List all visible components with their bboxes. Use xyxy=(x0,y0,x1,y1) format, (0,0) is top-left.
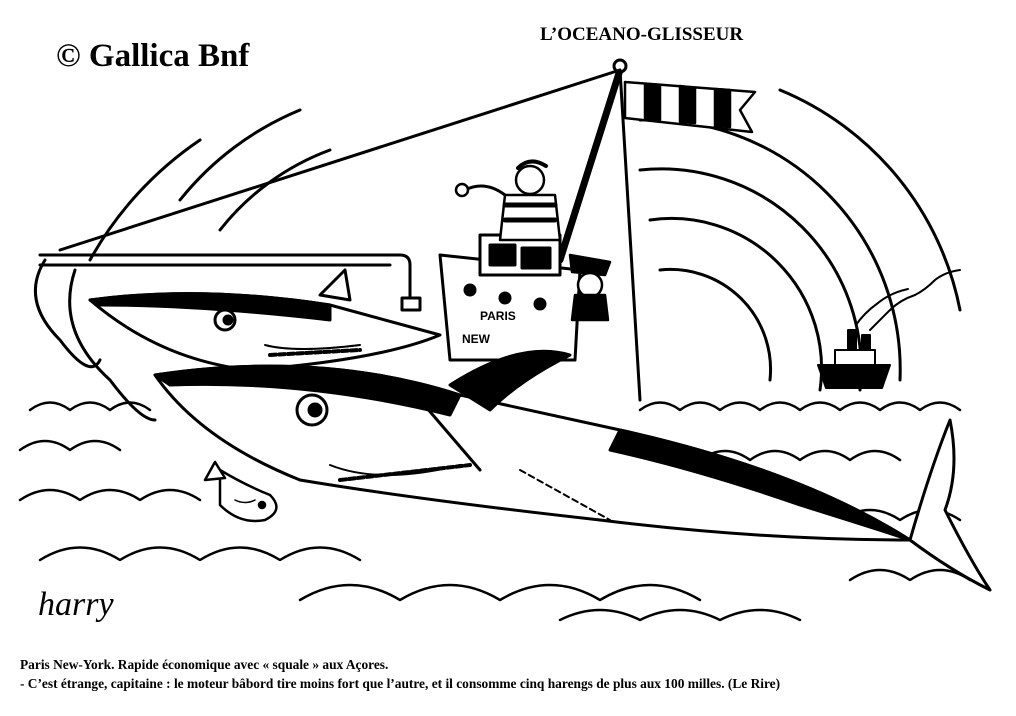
exhaust-pipes xyxy=(33,253,422,422)
caption-line-1: Paris New-York. Rapide économique avec «… xyxy=(20,657,389,672)
captain-figure xyxy=(568,253,612,322)
lower-shark xyxy=(153,349,992,592)
speed-rings xyxy=(88,88,962,392)
watermark: © Gallica Bnf xyxy=(56,38,250,74)
caption-line-2: - C’est étrange, capitaine : le moteur b… xyxy=(20,676,781,691)
cartoon-illustration: PARIS NEW xyxy=(18,58,992,623)
chains xyxy=(268,348,472,482)
upper-shark xyxy=(88,268,442,372)
hull-text-paris: PARIS xyxy=(480,309,516,323)
caption: Paris New-York. Rapide économique avec «… xyxy=(20,655,1005,693)
sailor-figure xyxy=(454,159,562,242)
boat-cabin: PARIS NEW xyxy=(438,233,582,362)
small-fish xyxy=(203,460,278,523)
sea-waves xyxy=(18,401,972,622)
cartoon-title: L’OCEANO-GLISSEUR xyxy=(540,24,744,45)
hull-text-new: NEW xyxy=(462,332,491,346)
sail-rigging xyxy=(58,58,642,402)
artist-signature: harry xyxy=(38,586,114,623)
striped-flag xyxy=(623,80,757,134)
steamship xyxy=(817,269,961,389)
